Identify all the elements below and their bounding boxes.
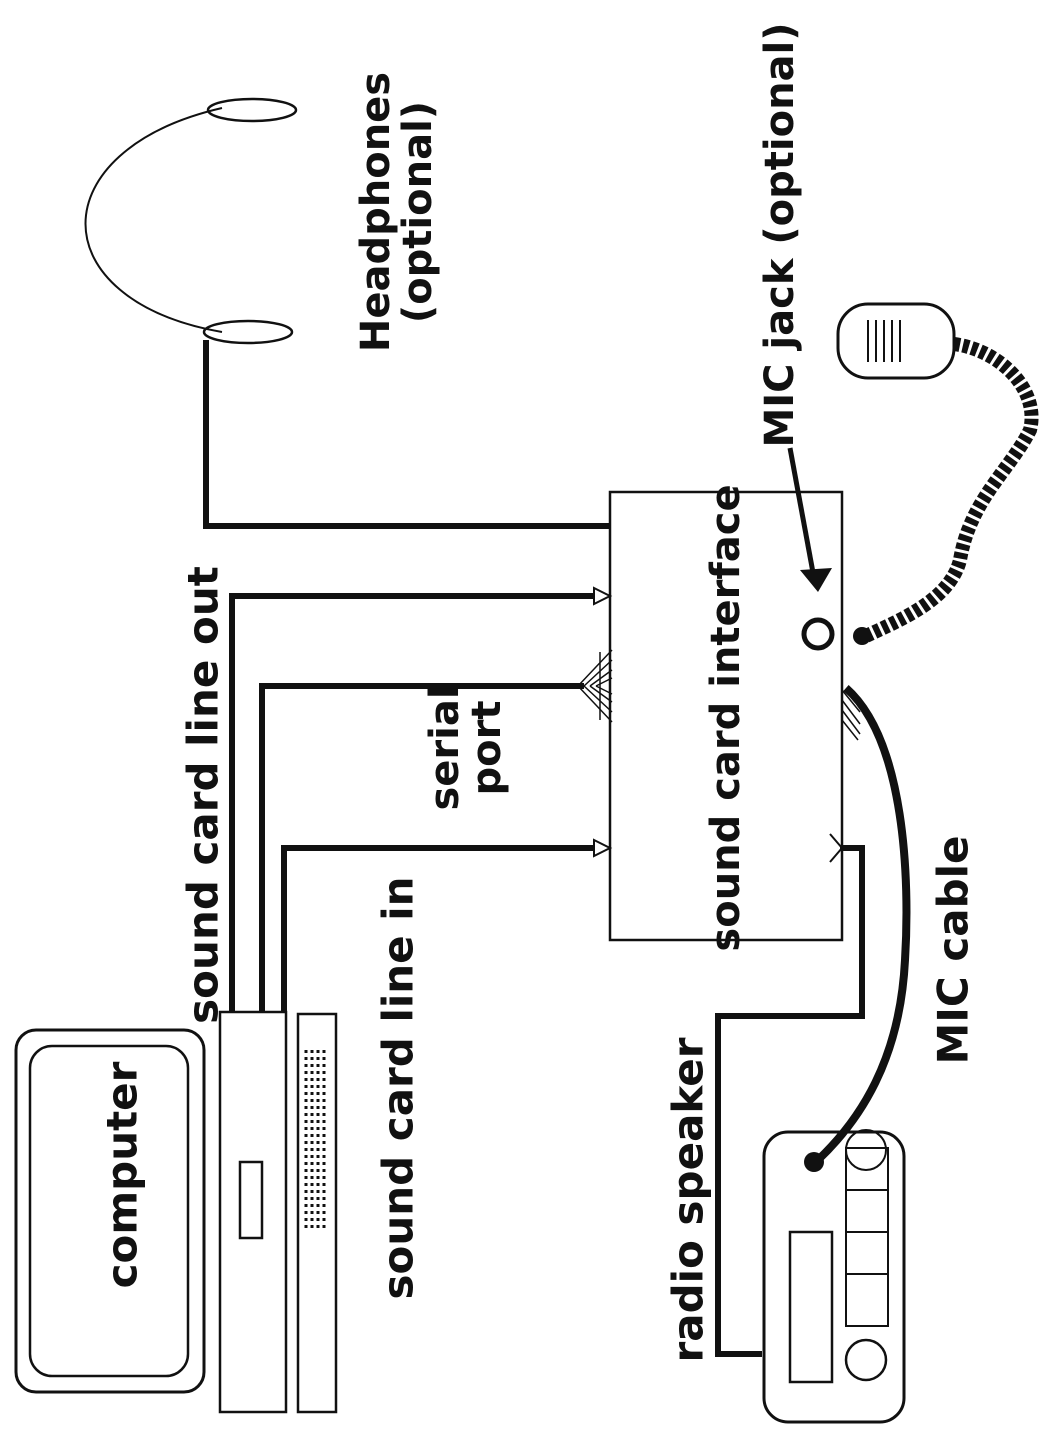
microphone-icon (836, 302, 956, 380)
radio-speaker-label: radio speaker (663, 1037, 713, 1363)
mic-cable (815, 685, 911, 1163)
speaker-plug-icon (829, 833, 844, 863)
serial-port-cable (259, 683, 584, 1012)
line-out-label: sound card line out (178, 566, 228, 1024)
line-in-plug-icon (593, 838, 613, 858)
headphones-icon (84, 97, 298, 345)
mic-jack-arrowhead-icon (800, 568, 832, 592)
sound-card-interface-label: sound card interface (703, 484, 749, 952)
headphone-cable (203, 340, 628, 529)
mic-cable-plug-icon (804, 1152, 824, 1172)
line-out-plug-icon (593, 586, 613, 606)
mic-jack-icon (801, 617, 835, 651)
computer-label: computer (97, 1061, 147, 1289)
microphone-plug-icon (853, 627, 871, 645)
line-in-label: sound card line in (373, 876, 423, 1300)
radio-speaker-cable (715, 845, 865, 1357)
radio-icon (762, 1129, 906, 1424)
computer-monitor-icon (14, 1028, 206, 1394)
mic-cable-label: MIC cable (928, 835, 978, 1065)
line-out-cable (229, 593, 598, 1012)
line-in-cable (281, 845, 598, 1012)
serial-port-label: serial port (422, 685, 510, 811)
computer-case-icon (218, 1010, 288, 1414)
serial-connector-icon (577, 649, 613, 723)
keyboard-icon (296, 1012, 338, 1414)
microphone-coiled-cord (863, 337, 1039, 643)
sound-card-interface-box (608, 490, 844, 942)
mic-cable-connector-icon (841, 689, 861, 741)
headphones-label: Headphones (optional) (353, 71, 441, 353)
mic-jack-label: MIC jack (optional) (757, 22, 803, 448)
mic-jack-arrow (787, 447, 817, 579)
